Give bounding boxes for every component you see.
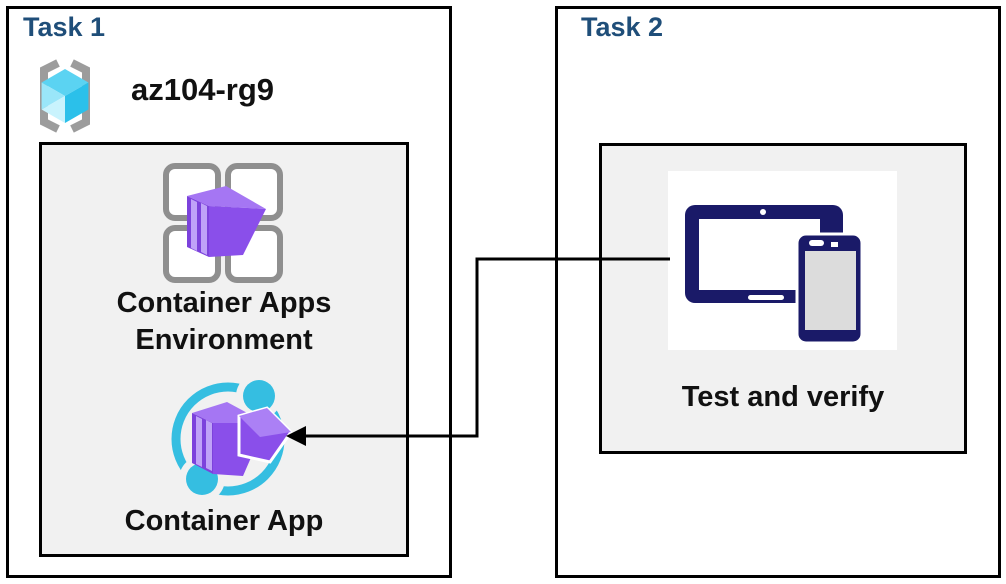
tablet-home-button [748,295,784,300]
phone-speaker [809,240,824,246]
cube-left-upper-face [41,82,65,110]
container-apps-environment-icon [163,163,283,283]
resource-group-name: az104-rg9 [131,72,275,107]
test-and-verify-label: Test and verify [681,381,885,413]
env-box-stripe-1 [191,199,197,251]
phone-camera [831,242,838,247]
phone-screen [805,251,856,330]
tablet-camera-dot [760,209,766,215]
environment-label: Container Apps Environment [116,287,332,356]
devices-icon [685,205,864,345]
app-box-stripe-1 [196,416,202,467]
env-box-right-face [209,206,266,257]
container-app-label: Container App [124,505,324,537]
task1-title: Task 1 [23,12,106,42]
cube-right-face [65,82,89,123]
env-box-stripe-2 [201,203,207,255]
cube-top-face [41,69,89,96]
task2-title: Task 2 [581,12,664,42]
app-ring-dot-1 [243,380,275,412]
env-box-top-face [187,186,266,209]
app-small-box-top-face [239,408,291,437]
resource-group-icon [40,59,90,133]
app-box-stripe-2 [206,420,212,471]
container-app-icon [171,375,293,502]
cube-left-lower-face [41,96,65,123]
